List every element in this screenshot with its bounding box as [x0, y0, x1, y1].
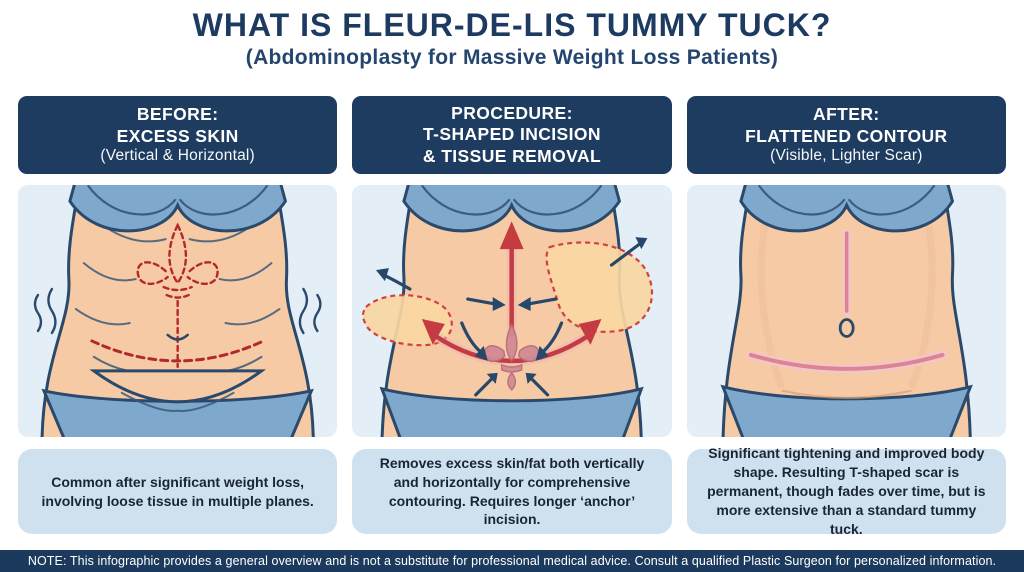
- before-header-line1: BEFORE:: [136, 104, 219, 125]
- page-header: WHAT IS FLEUR-DE-LIS TUMMY TUCK? (Abdomi…: [0, 7, 1024, 70]
- bra: [68, 185, 288, 233]
- procedure-header-bar: PROCEDURE: T-SHAPED INCISION & TISSUE RE…: [352, 96, 672, 174]
- flattened-abdomen-illustration: [720, 185, 973, 437]
- procedure-description-box: Removes excess skin/fat both vertically …: [352, 449, 672, 534]
- bra-cup-lines: [421, 185, 603, 216]
- after-header-line3: (Visible, Lighter Scar): [770, 146, 923, 164]
- fleur-de-lis-icon: [484, 323, 540, 391]
- after-description-text: Significant tightening and improved body…: [707, 445, 986, 537]
- procedure-header-line3: & TISSUE REMOVAL: [422, 145, 602, 166]
- column-procedure: PROCEDURE: T-SHAPED INCISION & TISSUE RE…: [352, 96, 672, 534]
- navel: [838, 318, 855, 338]
- tissue-movement-arrowheads: [376, 237, 648, 384]
- bra: [738, 185, 954, 233]
- bra: [402, 185, 622, 233]
- before-header-bar: BEFORE: EXCESS SKIN (Vertical & Horizont…: [18, 96, 338, 174]
- procedure-header-line2: T-SHAPED INCISION: [423, 124, 601, 145]
- bra-cup-lines: [86, 185, 269, 216]
- footer-note-bar: NOTE: This infographic provides a genera…: [0, 550, 1024, 572]
- t-incision-illustration: [362, 185, 654, 437]
- before-illustration: [18, 185, 338, 437]
- footer-note-text: NOTE: This infographic provides a genera…: [27, 554, 997, 568]
- belly-overhang-fold: [89, 369, 267, 404]
- sagging-abdomen-illustration: [33, 185, 322, 437]
- fleur-de-lis-dashed-marking: [136, 222, 219, 369]
- after-header-line1: AFTER:: [813, 104, 880, 125]
- after-header-bar: AFTER: FLATTENED CONTOUR (Visible, Light…: [686, 96, 1006, 174]
- skin-laxity-squiggles: [33, 287, 322, 335]
- procedure-illustration: [352, 185, 672, 437]
- bra-cup-lines: [757, 185, 936, 216]
- horizontal-scar: [748, 352, 945, 371]
- page-title: WHAT IS FLEUR-DE-LIS TUMMY TUCK?: [192, 7, 832, 43]
- page-subtitle: (Abdominoplasty for Massive Weight Loss …: [245, 46, 779, 70]
- contour-shading: [757, 211, 936, 389]
- before-header-line2: EXCESS SKIN: [116, 125, 239, 146]
- procedure-description-text: Removes excess skin/fat both vertically …: [379, 454, 645, 528]
- lower-fold-line: [781, 389, 912, 399]
- underwear: [720, 384, 973, 437]
- lower-wrinkles: [120, 391, 235, 412]
- before-description-text: Common after significant weight loss, in…: [41, 473, 314, 509]
- after-illustration: [686, 185, 1006, 437]
- three-column-grid: BEFORE: EXCESS SKIN (Vertical & Horizont…: [18, 96, 1006, 537]
- underwear: [41, 388, 314, 437]
- after-header-line2: FLATTENED CONTOUR: [745, 125, 948, 146]
- procedure-header-line1: PROCEDURE:: [451, 102, 573, 123]
- navel: [166, 333, 189, 341]
- horizontal-dashed-marking: [90, 339, 265, 363]
- after-description-box: Significant tightening and improved body…: [686, 445, 1006, 537]
- underwear: [379, 386, 645, 437]
- before-description-box: Common after significant weight loss, in…: [18, 449, 338, 534]
- column-before: BEFORE: EXCESS SKIN (Vertical & Horizont…: [18, 96, 338, 534]
- before-header-line3: (Vertical & Horizontal): [100, 146, 255, 164]
- column-after: AFTER: FLATTENED CONTOUR (Visible, Light…: [686, 96, 1006, 537]
